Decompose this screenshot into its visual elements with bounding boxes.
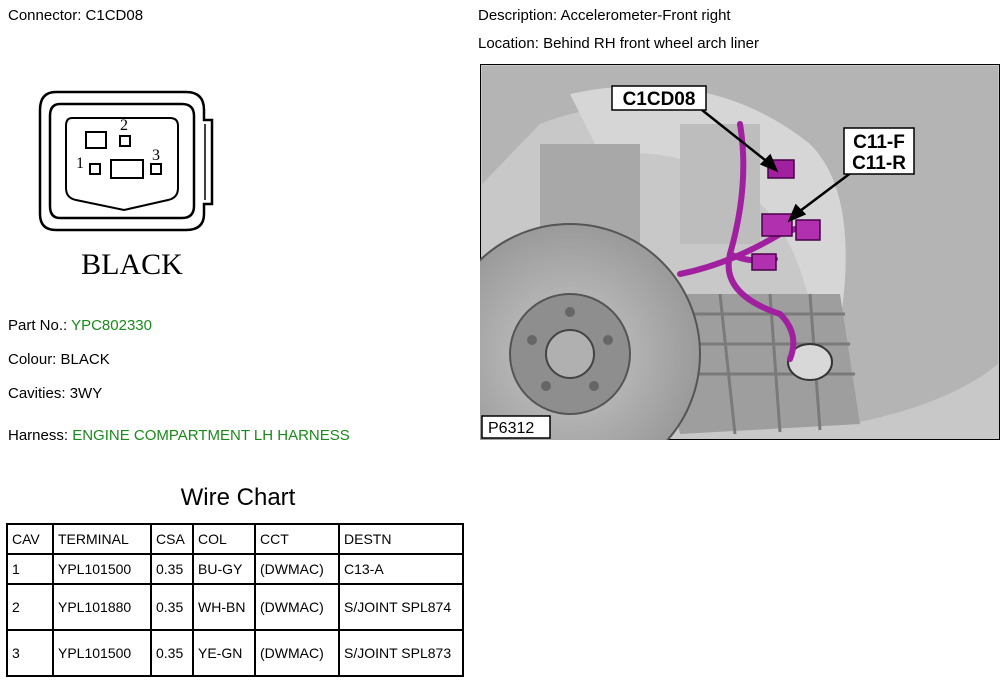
callout-c11-f: C11-F bbox=[853, 132, 905, 153]
connector-color-label: BLACK bbox=[81, 248, 183, 281]
cell-csa: 0.35 bbox=[150, 583, 194, 631]
hub-center bbox=[545, 329, 595, 379]
cavities-value: 3WY bbox=[69, 385, 103, 402]
pin-1-label: 1 bbox=[76, 155, 84, 172]
header-destn: DESTN bbox=[338, 523, 464, 555]
connector-pinout-diagram: 2 1 3 BLACK bbox=[38, 90, 214, 281]
cell-terminal: YPL101880 bbox=[52, 583, 152, 631]
location-line: Location: Behind RH front wheel arch lin… bbox=[478, 35, 759, 52]
pin-2-label: 2 bbox=[120, 117, 128, 134]
cavity-blank bbox=[85, 131, 107, 149]
cell-terminal: YPL101500 bbox=[52, 629, 152, 677]
table-row: 3 YPL101500 0.35 YE-GN (DWMAC) S/JOINT S… bbox=[6, 629, 464, 677]
harness-label: Harness: bbox=[8, 427, 69, 444]
connector-outer-body bbox=[38, 90, 214, 232]
pin-3-label: 3 bbox=[152, 147, 160, 164]
cavities-label: Cavities: bbox=[8, 385, 66, 402]
cell-csa: 0.35 bbox=[150, 553, 194, 585]
connector-inner-shell bbox=[48, 102, 196, 220]
sensor-bracket bbox=[787, 343, 833, 381]
cell-csa: 0.35 bbox=[150, 629, 194, 677]
cell-terminal: YPL101500 bbox=[52, 553, 152, 585]
callout-c11-r: C11-R bbox=[852, 153, 906, 174]
header-cav: CAV bbox=[6, 523, 54, 555]
connector-face bbox=[65, 117, 179, 212]
colour-value: BLACK bbox=[60, 351, 110, 368]
header-csa: CSA bbox=[150, 523, 194, 555]
cell-col: YE-GN bbox=[192, 629, 256, 677]
cell-cct: (DWMAC) bbox=[254, 583, 340, 631]
harness-line: Harness: ENGINE COMPARTMENT LH HARNESS bbox=[8, 427, 350, 444]
cell-destn: C13-A bbox=[338, 553, 464, 585]
cell-cct: (DWMAC) bbox=[254, 553, 340, 585]
header-terminal: TERMINAL bbox=[52, 523, 152, 555]
connector-inline bbox=[751, 253, 777, 271]
connector-c11-r bbox=[795, 219, 821, 241]
connector-label: Connector: bbox=[8, 7, 82, 24]
figure-id: P6312 bbox=[488, 420, 534, 437]
cell-cav: 1 bbox=[6, 553, 54, 585]
description-line: Description: Accelerometer-Front right bbox=[478, 7, 731, 24]
figure-id-box bbox=[481, 415, 551, 439]
colour-label: Colour: bbox=[8, 351, 57, 368]
cavities-line: Cavities: 3WY bbox=[8, 385, 102, 402]
header-cct: CCT bbox=[254, 523, 340, 555]
wire-chart-header-row: CAV TERMINAL CSA COL CCT DESTN bbox=[6, 523, 464, 555]
callout-arrows bbox=[701, 109, 853, 223]
description-label: Description: bbox=[478, 7, 558, 24]
table-row: 1 YPL101500 0.35 BU-GY (DWMAC) C13-A bbox=[6, 553, 464, 585]
cell-destn: S/JOINT SPL873 bbox=[338, 629, 464, 677]
cell-cav: 3 bbox=[6, 629, 54, 677]
center-key bbox=[110, 159, 144, 179]
connector-line: Connector: C1CD08 bbox=[8, 7, 143, 24]
part-no-value: YPC802330 bbox=[71, 317, 152, 334]
callout-c1cd08-box bbox=[611, 85, 707, 111]
callout-c1cd08: C1CD08 bbox=[623, 89, 696, 110]
location-label: Location: bbox=[478, 35, 539, 52]
pin-3-cavity bbox=[150, 163, 162, 175]
wire-chart-title: Wire Chart bbox=[180, 484, 296, 511]
part-no-line: Part No.: YPC802330 bbox=[8, 317, 152, 334]
cell-cct: (DWMAC) bbox=[254, 629, 340, 677]
colour-line: Colour: BLACK bbox=[8, 351, 110, 368]
location-illustration: C1CD08 C11-F C11-R P6312 bbox=[480, 64, 1000, 440]
pin-2-cavity bbox=[119, 135, 131, 147]
bracket-panel bbox=[680, 124, 760, 244]
table-row: 2 YPL101880 0.35 WH-BN (DWMAC) S/JOINT S… bbox=[6, 583, 464, 631]
description-value: Accelerometer-Front right bbox=[560, 7, 731, 24]
callout-c11-box bbox=[843, 127, 915, 175]
connector-c11-f bbox=[761, 213, 793, 237]
wire-chart-table: CAV TERMINAL CSA COL CCT DESTN 1 YPL1015… bbox=[6, 523, 464, 677]
header-col: COL bbox=[192, 523, 256, 555]
cell-col: BU-GY bbox=[192, 553, 256, 585]
wheel-studs bbox=[527, 307, 613, 391]
cell-destn: S/JOINT SPL874 bbox=[338, 583, 464, 631]
location-value: Behind RH front wheel arch liner bbox=[543, 35, 760, 52]
cell-cav: 2 bbox=[6, 583, 54, 631]
part-no-label: Part No.: bbox=[8, 317, 68, 334]
cell-col: WH-BN bbox=[192, 583, 256, 631]
undertray bbox=[650, 294, 860, 434]
pin-1-cavity bbox=[89, 163, 101, 175]
wheel-arch-liner bbox=[570, 85, 846, 365]
connector-id: C1CD08 bbox=[85, 7, 144, 24]
harness-value: ENGINE COMPARTMENT LH HARNESS bbox=[72, 427, 350, 444]
